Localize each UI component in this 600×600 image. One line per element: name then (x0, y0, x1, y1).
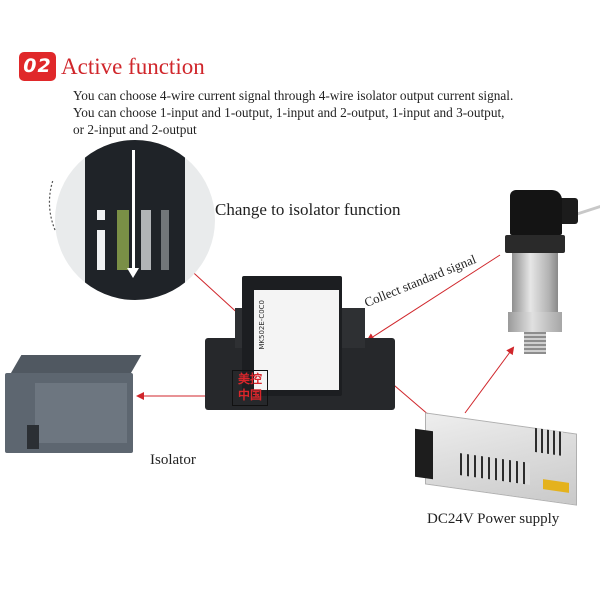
plc-device-image (5, 355, 142, 455)
power-supply-image (415, 412, 585, 506)
magnified-detail-image (55, 140, 215, 300)
description: You can choose 4-wire current signal thr… (73, 87, 573, 138)
section-number-badge: 02 (19, 52, 56, 81)
section-title: Active function (61, 54, 205, 79)
arrowhead-icon (127, 268, 139, 278)
description-line: You can choose 1-input and 1-output, 1-i… (73, 105, 505, 120)
isolator-module-image: MK502E-C0C0 美控中国 (205, 268, 395, 413)
serial-port-icon (27, 425, 39, 449)
sensor-barrel (512, 253, 558, 313)
callout-power-supply: DC24V Power supply (427, 511, 560, 527)
description-line: or 2-input and 2-output (73, 122, 197, 137)
connector-head (510, 190, 562, 235)
brand-stamp: 美控中国 (232, 370, 268, 406)
terminal-block (415, 428, 433, 480)
sensor-thread (524, 332, 546, 354)
module-model-text: MK502E-C0C0 (258, 300, 266, 350)
description-line: You can choose 4-wire current signal thr… (73, 88, 514, 103)
callout-change-to-isolator: Change to isolator function (215, 200, 401, 219)
down-arrow-icon (132, 150, 135, 270)
callout-isolator: Isolator (150, 452, 196, 468)
pressure-transmitter-image (500, 190, 600, 355)
module-label: MK502E-C0C0 (254, 290, 339, 390)
